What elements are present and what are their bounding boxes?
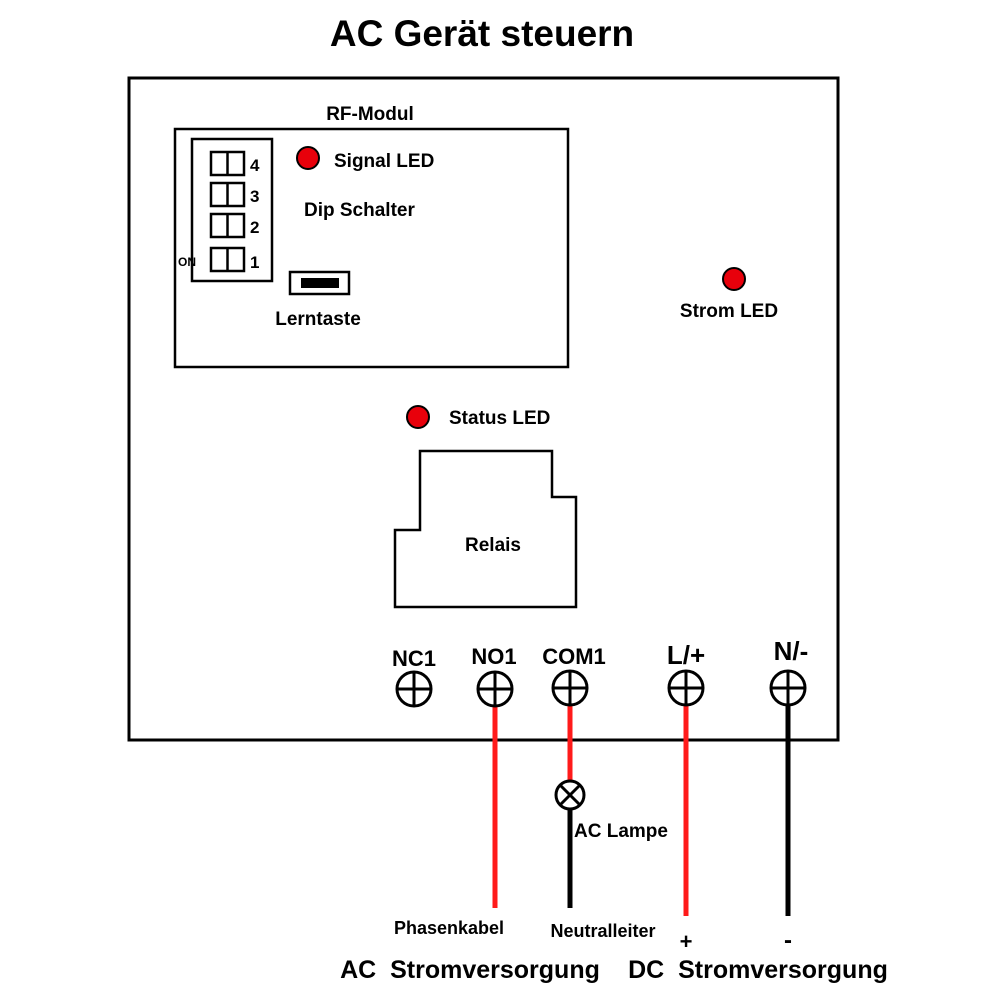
terminal-screw-no1[interactable] bbox=[476, 670, 514, 708]
terminal-screw-n[interactable] bbox=[769, 669, 807, 707]
learn-button-label: Lerntaste bbox=[275, 309, 361, 330]
terminal-label-com1: COM1 bbox=[542, 644, 606, 669]
relay-label: Relais bbox=[465, 535, 521, 556]
dip-switch-housing bbox=[190, 137, 274, 283]
dip-switch-1[interactable] bbox=[209, 246, 246, 273]
dip-number-1: 1 bbox=[250, 253, 259, 272]
board-outline bbox=[127, 76, 840, 742]
status-led bbox=[406, 405, 430, 429]
terminal-screw-com1[interactable] bbox=[551, 669, 589, 707]
dc-minus-label: - bbox=[784, 927, 792, 954]
dip-switch-3[interactable] bbox=[209, 181, 246, 208]
dip-switch-label: Dip Schalter bbox=[304, 200, 415, 221]
phase-wire-label: Phasenkabel bbox=[394, 918, 504, 938]
dip-number-3: 3 bbox=[250, 187, 259, 206]
terminal-label-n: N/- bbox=[774, 636, 809, 666]
status-led-label: Status LED bbox=[449, 408, 550, 429]
strom-led-label: Strom LED bbox=[680, 301, 778, 322]
strom-led bbox=[722, 267, 746, 291]
dip-number-4: 4 bbox=[250, 156, 260, 175]
learn-button[interactable] bbox=[288, 270, 351, 296]
rf-module-box bbox=[173, 127, 570, 369]
ac-lamp-icon bbox=[554, 779, 586, 811]
ac-lamp-label: AC Lampe bbox=[574, 821, 668, 842]
ac-supply-label: AC Stromversorgung bbox=[340, 956, 600, 984]
terminal-label-no1: NO1 bbox=[471, 644, 516, 669]
rf-module-label: RF-Modul bbox=[326, 104, 414, 125]
terminal-screw-nc1[interactable] bbox=[395, 670, 433, 708]
dip-switch-2[interactable] bbox=[209, 212, 246, 239]
dip-switch: 4 3 2 1 ON bbox=[178, 137, 274, 283]
signal-led bbox=[296, 146, 320, 170]
terminal-label-l: L/+ bbox=[667, 640, 705, 670]
diagram-title: AC Gerät steuern bbox=[330, 13, 634, 54]
dip-on-label: ON bbox=[178, 255, 196, 269]
signal-led-label: Signal LED bbox=[334, 151, 434, 172]
dc-supply-label: DC Stromversorgung bbox=[628, 956, 888, 984]
relay-outline bbox=[393, 449, 578, 609]
dip-switch-4[interactable] bbox=[209, 150, 246, 177]
terminal-label-nc1: NC1 bbox=[392, 646, 436, 671]
dc-plus-label: + bbox=[680, 929, 693, 954]
dip-number-2: 2 bbox=[250, 218, 259, 237]
terminal-screw-l[interactable] bbox=[667, 669, 705, 707]
neutral-wire-label: Neutralleiter bbox=[550, 921, 655, 941]
